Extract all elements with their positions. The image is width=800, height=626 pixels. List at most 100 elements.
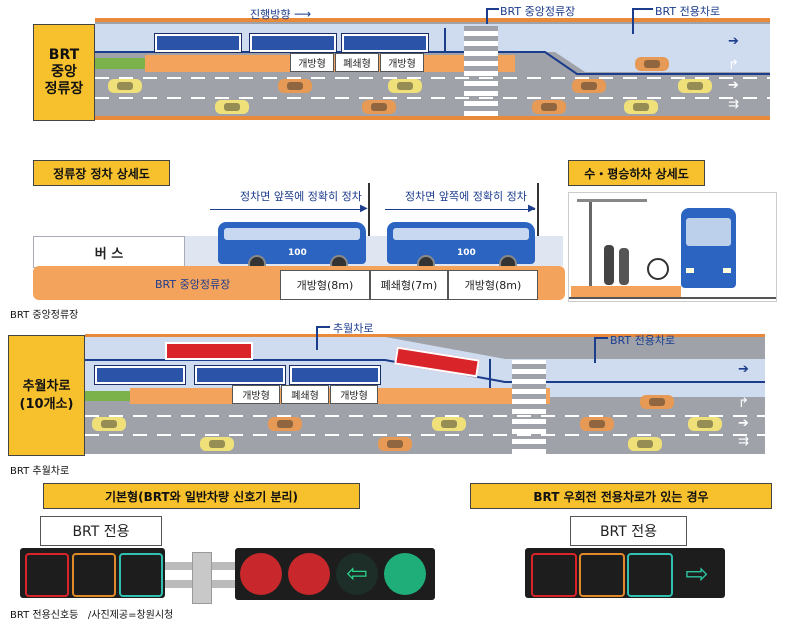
caption-signals: BRT 전용신호등 /사진제공=창원시청 <box>10 610 174 621</box>
car <box>92 417 126 431</box>
bus-1 <box>94 365 186 385</box>
passenger <box>619 248 629 285</box>
bus-side-view-1: 100 <box>218 222 366 273</box>
arrow-right-icon: ➔ <box>728 78 739 93</box>
car <box>108 79 142 93</box>
right-arrow-light-icon: ⇨ <box>685 556 709 590</box>
car <box>572 79 606 93</box>
arrow-right-icon: ▶ <box>360 203 368 214</box>
instruction-arrow-line <box>385 209 535 210</box>
red-light-icon <box>288 553 330 595</box>
door-open-1: 개방형 <box>232 385 280 404</box>
bus-2 <box>249 33 337 53</box>
lane-label: BRT 전용차로 <box>610 334 676 347</box>
left-arrow-light-icon: ⇦ <box>336 553 378 595</box>
bus-red-icon <box>531 553 577 597</box>
vehicle-signal: ⇦ <box>235 548 435 600</box>
car <box>628 437 662 451</box>
car <box>688 417 722 431</box>
lane-divider <box>95 97 770 99</box>
leader-line <box>487 8 499 10</box>
bus-yellow-icon <box>579 553 625 597</box>
bus-number: 100 <box>288 248 307 258</box>
bus-2 <box>194 365 286 385</box>
bus-number: 100 <box>457 248 476 258</box>
title-stop-detail: 정류장 정차 상세도 <box>33 160 170 186</box>
arrow-right-icon: ▶ <box>528 203 536 214</box>
top-edge-line <box>95 18 770 22</box>
turn-right-down-icon: ⇉ <box>728 97 739 112</box>
red-bus-passing <box>165 342 253 360</box>
arrow-right-icon: ➔ <box>728 34 739 49</box>
green-light-icon <box>384 553 426 595</box>
lane-divider <box>85 434 765 436</box>
car <box>624 100 658 114</box>
caption-passing-lane: BRT 추월차로 <box>10 466 70 477</box>
car <box>278 79 312 93</box>
door-open-8m-1: 개방형(8m) <box>280 270 370 300</box>
passing-lane-label: 추월차로 <box>333 322 374 335</box>
leader-line <box>316 326 318 350</box>
car <box>532 100 566 114</box>
car <box>378 437 412 451</box>
instruction-arrow-line <box>210 209 360 210</box>
brt-sign-right: BRT 전용 <box>570 516 687 546</box>
bus-red-icon <box>25 553 69 597</box>
caption-central-stop: BRT 중앙정류장 <box>10 310 79 321</box>
stop-label: BRT 중앙정류장 <box>500 5 576 18</box>
turn-right-icon: ↱ <box>728 58 739 73</box>
lane-label: BRT 전용차로 <box>655 5 721 18</box>
crosswalk <box>464 26 498 116</box>
side-label-brt-stop: BRT 중앙 정류장 <box>33 24 95 121</box>
lane-divider <box>85 415 765 417</box>
leader-line <box>594 337 596 363</box>
bus-green-icon <box>119 553 163 597</box>
title-basic-signal: 기본형(BRT와 일반차량 신호기 분리) <box>43 483 360 509</box>
car <box>268 417 302 431</box>
bus-yellow-icon <box>72 553 116 597</box>
instruction-2: 정차면 앞쪽에 정확히 정차 <box>405 190 527 203</box>
bus-side-view-2: 100 <box>387 222 535 273</box>
car <box>580 417 614 431</box>
leader-line <box>316 326 330 328</box>
car <box>678 79 712 93</box>
car <box>362 100 396 114</box>
bottom-edge-line <box>95 116 770 120</box>
arrow-right-icon: ➔ <box>738 362 749 377</box>
door-open-2: 개방형 <box>330 385 378 404</box>
passenger <box>604 245 614 285</box>
platform-label: BRT 중앙정류장 <box>155 278 231 291</box>
green-strip <box>95 58 145 69</box>
car <box>200 437 234 451</box>
bus-3 <box>341 33 429 53</box>
car <box>215 100 249 114</box>
arrow-right-icon: ➔ <box>738 416 749 431</box>
car <box>388 79 422 93</box>
car <box>635 57 669 71</box>
instruction-1: 정차면 앞쪽에 정확히 정차 <box>240 190 362 203</box>
side-label-passing-lane: 추월차로 (10개소) <box>8 335 85 456</box>
direction-label: 진행방향 ⟶ <box>250 7 312 21</box>
signal-pole-vertical <box>192 552 212 604</box>
bus-3 <box>289 365 381 385</box>
bus-green-icon <box>627 553 673 597</box>
crosswalk <box>512 360 546 454</box>
turn-right-icon: ↱ <box>738 396 749 411</box>
door-open-1: 개방형 <box>290 53 334 72</box>
level-boarding-illustration <box>568 192 777 302</box>
green-strip <box>85 391 130 401</box>
title-level-boarding: 수・평승하차 상세도 <box>568 160 705 186</box>
stop-line <box>537 183 539 263</box>
title-right-turn-signal: BRT 우회전 전용차로가 있는 경우 <box>470 483 772 509</box>
bus-front-view <box>681 208 736 288</box>
top-diagram: 개방형 폐쇄형 개방형 ➔ ↱ ➔ ⇉ BRT 중앙 정류장 진행방향 ⟶ BR… <box>0 0 800 125</box>
passing-diagram: 개방형 폐쇄형 개방형 ➔ ↱ ➔ ⇉ 추월차로 (10개소) 추월차로 BRT… <box>0 320 800 460</box>
red-light-icon <box>240 553 282 595</box>
bus-1 <box>154 33 242 53</box>
platform-slab <box>571 286 681 298</box>
door-closed-7m: 폐쇄형(7m) <box>370 270 448 300</box>
wheelchair-icon <box>647 258 669 280</box>
lane-divider <box>95 77 770 79</box>
car <box>640 395 674 409</box>
turn-right-down-icon: ⇉ <box>738 434 749 449</box>
